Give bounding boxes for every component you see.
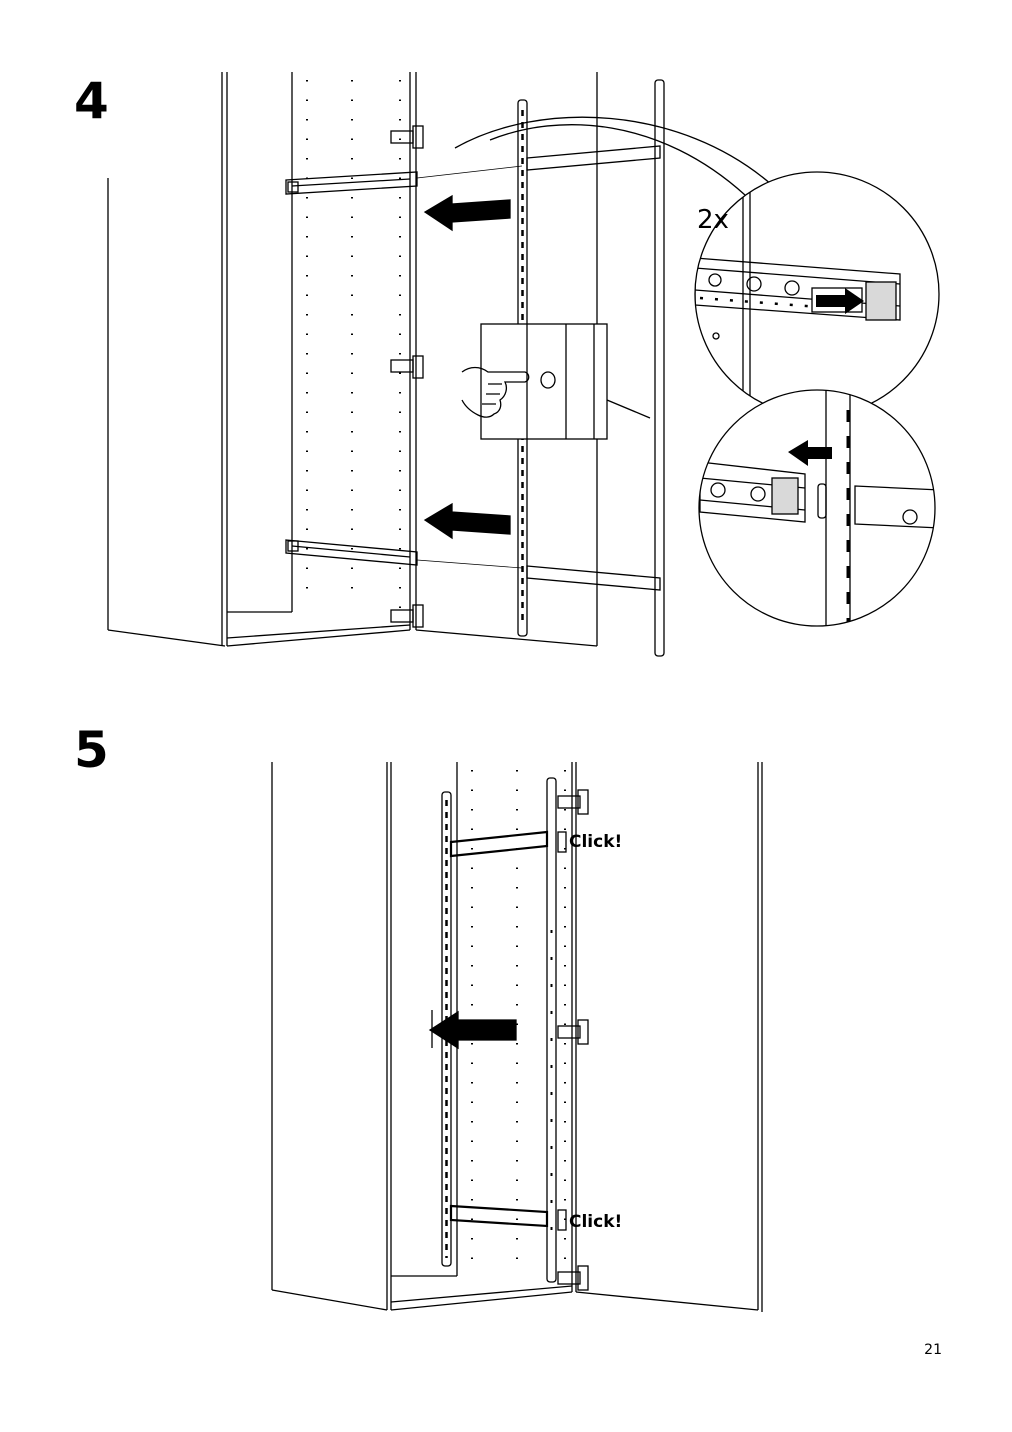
arrow-right-detail [816,288,864,314]
quantity-label: 2x [697,205,729,235]
arrow-left-upper [423,194,511,232]
step-number-5: 5 [74,721,109,779]
step4-slides [285,171,418,566]
arrow-left-lower [423,502,511,540]
step5-hinges [557,789,589,1291]
callout-arc [454,116,773,186]
press-detail-box [461,323,651,440]
step4-drawing: 2x [107,72,940,657]
arrow-left-detail [788,440,832,466]
click-label-top: Click! [569,832,622,852]
step5-drawing: Click! Click! [271,762,763,1312]
arrow-left-step5 [428,1010,517,1050]
page-number: 21 [924,1342,942,1358]
detail-circle-bottom [698,389,936,627]
step4-hinges [390,125,424,628]
click-label-bottom: Click! [569,1212,622,1232]
step5-cabinet [271,762,763,1312]
detail-circle-top: 2x [694,171,940,417]
hand-pointing-icon [461,366,530,418]
step-number-4: 4 [74,72,109,130]
